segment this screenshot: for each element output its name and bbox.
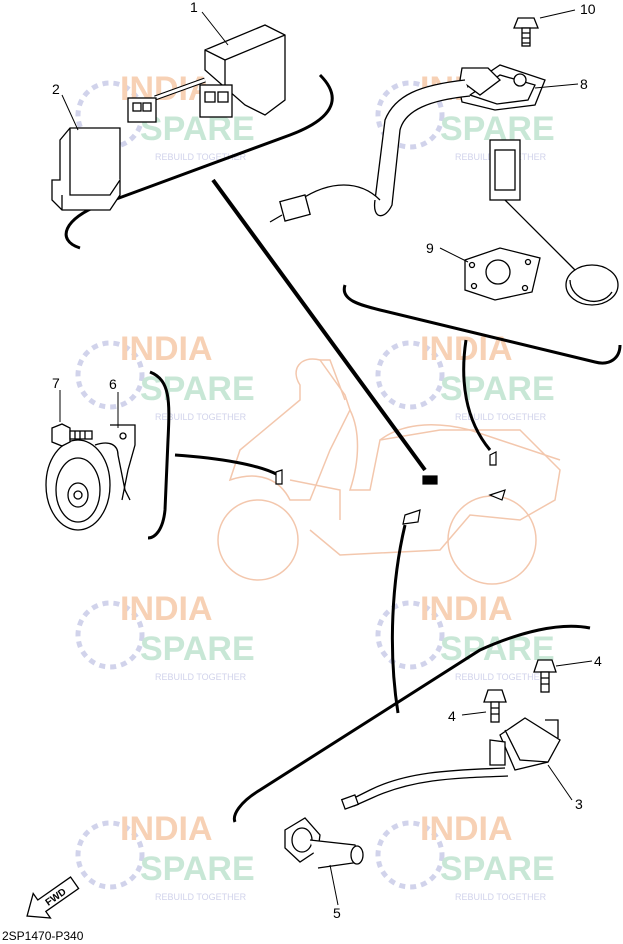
scooter-connectors (275, 451, 506, 525)
watermark-logo: INDIA SPARE REBUILD TOGETHER (75, 590, 255, 682)
floorboard (289, 479, 341, 520)
body-panel (309, 409, 561, 556)
part-1-cdi-unit (127, 24, 286, 123)
part-7-bolt (51, 423, 93, 447)
watermark-logo: INDIA SPARE REBUILD TOGETHER (75, 810, 255, 902)
watermark-logo: INDIA SPARE REBUILD TOGETHER (75, 70, 255, 162)
bracket-bottom (232, 624, 591, 823)
bracket-horn (147, 370, 171, 540)
callout-4-lower: 4 (448, 708, 456, 724)
watermark-text-spare: SPARE (440, 370, 555, 408)
watermark-text-india: INDIA (120, 330, 213, 368)
leader-ecu (211, 178, 427, 472)
part-2-rubber-cover (51, 127, 121, 211)
watermark-text-spare: SPARE (140, 850, 255, 888)
watermark-text-spare: SPARE (140, 110, 255, 148)
callout-2: 2 (52, 81, 60, 97)
callout-10: 10 (580, 1, 596, 17)
front-fork-and-shield (228, 358, 351, 501)
ecu-plug (127, 97, 157, 123)
bracket-top-left (64, 73, 334, 250)
watermark-tagline: REBUILD TOGETHER (155, 672, 247, 682)
part-6-horn (45, 424, 136, 531)
rear-wheel (447, 495, 537, 585)
part-9-gasket (464, 247, 541, 301)
watermark-text-india: INDIA (420, 810, 513, 848)
callout-4-upper: 4 (594, 653, 602, 669)
watermark-text-india: INDIA (420, 590, 513, 628)
callout-5: 5 (333, 905, 341, 921)
part-5-plug-cap (284, 817, 364, 869)
callout-6: 6 (109, 376, 117, 392)
part-4-bolt-lower (483, 689, 507, 723)
float-arm (504, 199, 576, 271)
sender-connector (279, 194, 311, 222)
leader-fuel-sender (462, 339, 492, 451)
watermark-tagline: REBUILD TOGETHER (455, 892, 547, 902)
leader-lines (174, 178, 492, 714)
callout-labels: 1 2 3 4 4 5 6 7 8 9 10 (52, 0, 602, 921)
watermark-logo: INDIA SPARE REBUILD TOGETHER (75, 330, 255, 422)
callout-3: 3 (575, 796, 583, 812)
fwd-arrow: FWD (26, 876, 80, 919)
callout-leaders (59, 9, 593, 906)
group-brackets (64, 73, 622, 823)
seat (379, 424, 561, 461)
leader-horn (174, 453, 279, 477)
callout-1: 1 (190, 0, 198, 15)
watermark-logo: INDIA SPARE REBUILD TOGETHER (375, 590, 555, 682)
watermark-text-spare: SPARE (440, 850, 555, 888)
part-4-bolt-upper (533, 659, 557, 693)
watermark-tagline: REBUILD TOGETHER (155, 892, 247, 902)
watermark-text-india: INDIA (120, 590, 213, 628)
watermark-text-india: INDIA (120, 810, 213, 848)
watermark-tagline: REBUILD TOGETHER (155, 412, 247, 422)
watermark-text-spare: SPARE (140, 630, 255, 668)
callout-8: 8 (580, 76, 588, 92)
part-3-ignition-coil (340, 717, 561, 810)
part-10-screw (513, 17, 539, 47)
watermark-tagline: REBUILD TOGETHER (155, 152, 247, 162)
watermark-tagline: REBUILD TOGETHER (455, 672, 547, 682)
part-8-fuel-sender (269, 64, 619, 306)
fwd-arrow-icon (26, 876, 80, 919)
callout-7: 7 (52, 375, 60, 391)
callout-9: 9 (426, 240, 434, 256)
sender-cap (459, 67, 501, 96)
watermark-tagline: REBUILD TOGETHER (455, 412, 547, 422)
front-wheel (217, 499, 299, 581)
sender-wire (299, 184, 381, 201)
horn-bracket (110, 424, 136, 501)
sender-pipe (373, 79, 471, 217)
leader-ignition-coil (390, 524, 407, 714)
handlebar (320, 359, 346, 401)
coil-lead (349, 767, 506, 801)
bracket-top-right (342, 284, 622, 365)
watermark-logo: INDIA SPARE REBUILD TOGETHER (375, 810, 555, 902)
drawing-code: 2SP1470-P340 (2, 929, 84, 943)
